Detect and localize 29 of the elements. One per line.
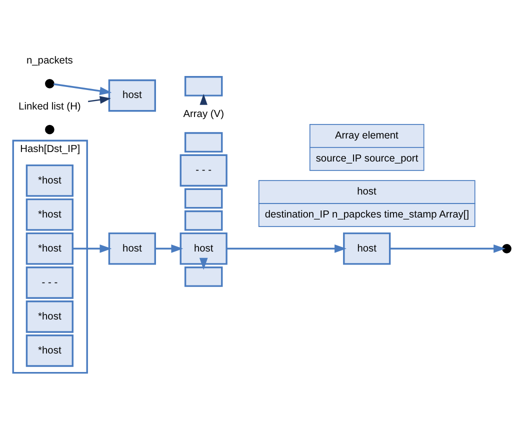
node-box: host [343, 232, 391, 264]
node-box [184, 132, 223, 152]
node-circle [45, 78, 54, 88]
node-box: - - - [26, 266, 74, 298]
node-box [184, 188, 223, 208]
node-text: Array (V) [183, 108, 224, 120]
arrow [53, 82, 112, 95]
node-circle [45, 124, 54, 134]
arrow [155, 244, 184, 252]
node-box [184, 266, 223, 286]
node-box: *host [26, 198, 74, 230]
node-box: host [108, 232, 156, 264]
node-box [184, 210, 223, 230]
node-box [184, 76, 223, 96]
arrow [226, 244, 346, 252]
node-circle [502, 243, 512, 253]
node-box: *host [26, 334, 74, 366]
arrow [72, 244, 112, 252]
node-box: *host [26, 232, 74, 264]
arrow [390, 244, 506, 252]
arrow [88, 96, 111, 104]
node-box: *host [26, 300, 74, 332]
node-box: host [108, 78, 156, 112]
node-text: Linked list (H) [18, 100, 81, 112]
node-box: *host [26, 164, 74, 196]
label: n_packets [26, 54, 73, 66]
arrow [199, 257, 208, 270]
node-box: - - - [180, 154, 228, 186]
arrow [200, 93, 208, 104]
